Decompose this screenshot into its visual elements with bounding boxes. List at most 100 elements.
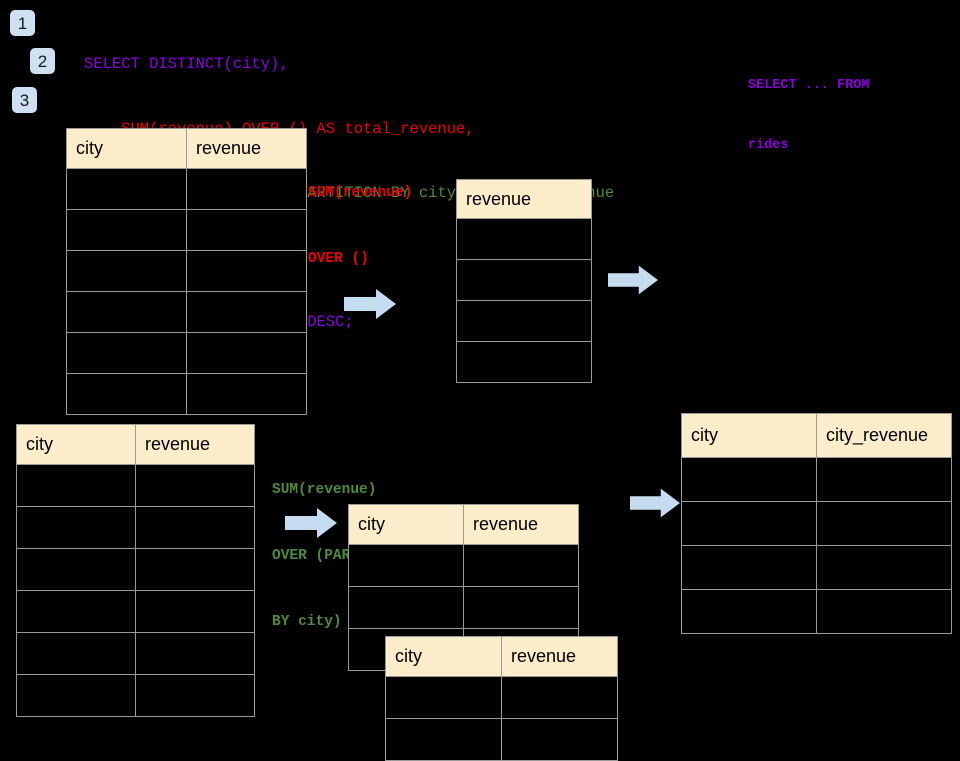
table-row xyxy=(16,632,255,675)
arrow-partition-to-result xyxy=(630,488,680,523)
table-header-row: city revenue xyxy=(348,504,579,545)
cell-city xyxy=(681,501,817,546)
table-header-row: city city_revenue xyxy=(681,413,952,458)
step-badge-3-label: 3 xyxy=(19,90,30,110)
cell-city-revenue xyxy=(816,545,952,590)
column-header-revenue: revenue xyxy=(456,179,592,219)
table-row xyxy=(66,168,307,210)
cell-revenue xyxy=(186,209,307,251)
table-row xyxy=(681,501,952,546)
annotation-sum-over-empty-line-2: OVER () xyxy=(308,251,369,267)
cell-city xyxy=(66,291,187,333)
table-row xyxy=(681,589,952,634)
table-row xyxy=(348,544,579,587)
table-row xyxy=(16,548,255,591)
cell-revenue xyxy=(135,464,255,507)
cell-city xyxy=(16,548,136,591)
table-row xyxy=(456,218,592,260)
annotation-sum-over-empty-line-1: SUM(revenue) xyxy=(308,185,413,201)
table-row xyxy=(16,464,255,507)
city-revenue-result-table: city city_revenue xyxy=(681,413,952,634)
sql-line-select: SELECT DISTINCT(city), xyxy=(84,55,289,73)
table-row xyxy=(456,300,592,342)
side-note-line-2: rides xyxy=(748,138,789,153)
cell-city xyxy=(681,545,817,590)
cell-revenue xyxy=(463,586,579,629)
arrow-right-icon xyxy=(608,265,658,295)
cell-city xyxy=(66,209,187,251)
column-header-city-revenue: city_revenue xyxy=(816,413,952,458)
table-row xyxy=(16,506,255,549)
cell-city-revenue xyxy=(816,457,952,502)
table-header-row: city revenue xyxy=(385,636,618,677)
cell-city xyxy=(16,632,136,675)
cell-city xyxy=(348,586,464,629)
arrow-right-icon xyxy=(285,508,337,538)
cell-city-revenue xyxy=(816,589,952,634)
rides-source-table-2: city revenue xyxy=(16,424,255,717)
cell-revenue xyxy=(456,259,592,301)
column-header-revenue: revenue xyxy=(463,504,579,545)
table-row xyxy=(16,590,255,633)
cell-city xyxy=(348,544,464,587)
cell-city xyxy=(16,464,136,507)
cell-city xyxy=(66,373,187,415)
cell-revenue xyxy=(135,506,255,549)
step-badge-1: 1 xyxy=(10,10,35,36)
table-row xyxy=(66,291,307,333)
arrow-right-icon xyxy=(344,289,396,319)
cell-revenue xyxy=(186,291,307,333)
rides-source-table: city revenue xyxy=(66,128,307,415)
cell-revenue xyxy=(135,674,255,717)
table-header-row: city revenue xyxy=(66,128,307,169)
partition-group-table-front: city revenue xyxy=(385,636,618,761)
column-header-city: city xyxy=(16,424,136,465)
cell-city xyxy=(385,676,502,719)
arrow-total-to-result xyxy=(608,265,658,300)
cell-city xyxy=(681,589,817,634)
cell-revenue xyxy=(501,676,618,719)
table-row xyxy=(66,332,307,374)
side-note-select-from-rides: SELECT ... FROM rides xyxy=(748,36,870,176)
column-header-city: city xyxy=(348,504,464,545)
cell-city xyxy=(681,457,817,502)
arrow-source2-to-partition xyxy=(285,508,337,543)
annotation-sum-over-partition-line-1: SUM(revenue) xyxy=(272,482,377,498)
cell-revenue xyxy=(186,168,307,210)
table-row xyxy=(681,545,952,590)
arrow-right-icon xyxy=(630,488,680,518)
annotation-sum-over-empty: SUM(revenue) OVER () xyxy=(308,138,412,292)
cell-city xyxy=(16,590,136,633)
cell-city xyxy=(16,674,136,717)
side-note-line-1: SELECT ... FROM xyxy=(748,78,870,93)
column-header-revenue: revenue xyxy=(135,424,255,465)
table-row xyxy=(66,209,307,251)
cell-revenue xyxy=(135,632,255,675)
table-row xyxy=(66,373,307,415)
arrow-source-to-total xyxy=(344,289,396,324)
cell-revenue xyxy=(186,332,307,374)
step-badge-2: 2 xyxy=(30,48,55,74)
step-badge-2-label: 2 xyxy=(37,51,48,71)
cell-revenue xyxy=(186,250,307,292)
cell-revenue xyxy=(456,341,592,383)
cell-city xyxy=(16,506,136,549)
cell-revenue xyxy=(456,300,592,342)
cell-city xyxy=(66,168,187,210)
table-row xyxy=(456,259,592,301)
table-row xyxy=(16,674,255,717)
annotation-sum-over-partition-line-3: BY city) xyxy=(272,614,342,630)
cell-revenue xyxy=(456,218,592,260)
table-row xyxy=(456,341,592,383)
cell-revenue xyxy=(463,544,579,587)
column-header-city: city xyxy=(66,128,187,169)
column-header-revenue: revenue xyxy=(501,636,618,677)
column-header-revenue: revenue xyxy=(186,128,307,169)
cell-revenue xyxy=(186,373,307,415)
table-header-row: revenue xyxy=(456,179,592,219)
cell-revenue xyxy=(135,590,255,633)
column-header-city: city xyxy=(681,413,817,458)
cell-city xyxy=(66,250,187,292)
table-row xyxy=(385,718,618,761)
cell-revenue xyxy=(501,718,618,761)
